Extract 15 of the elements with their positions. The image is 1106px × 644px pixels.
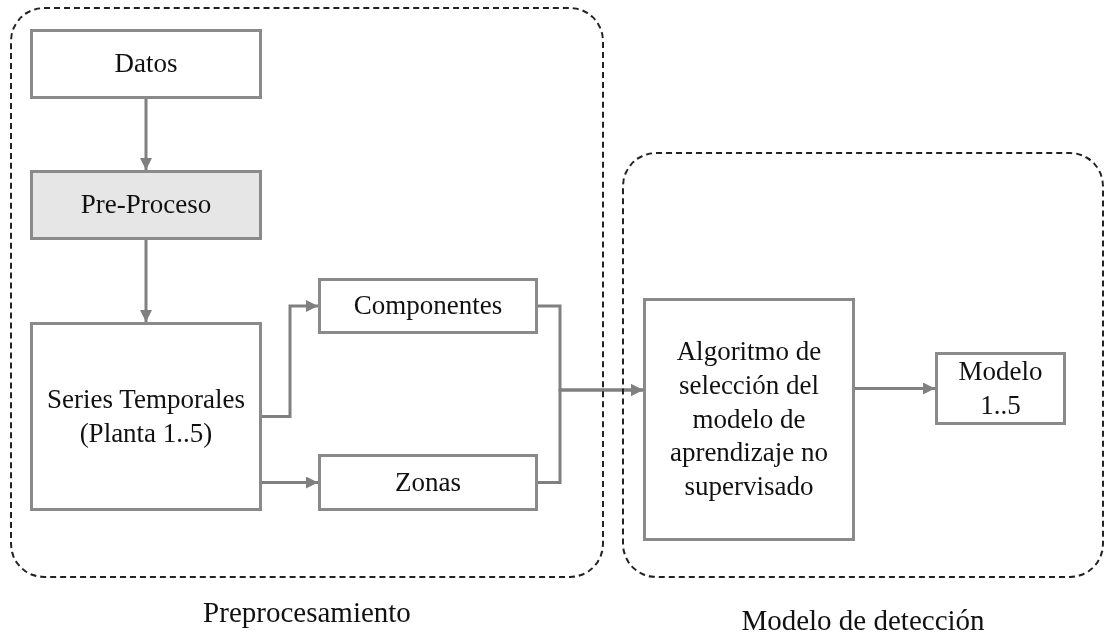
process-box: Series Temporales (Planta 1..5) [30,322,262,511]
process-box: Componentes [318,278,538,334]
arrow [140,240,152,322]
group-title: Modelo de detección [740,604,986,637]
process-box: Datos [30,29,262,99]
arrow [262,476,318,489]
process-box: Modelo 1..5 [935,352,1066,425]
group-title: Preprocesamiento [202,596,412,629]
process-box: Algoritmo de selección del modelo de aprendizaje no supervisado [643,298,855,541]
process-box: Pre-Proceso [30,170,262,240]
arrow [855,382,935,395]
process-box: Zonas [318,454,538,511]
arrow [262,300,318,418]
arrow [140,99,152,170]
arrow [538,384,643,484]
